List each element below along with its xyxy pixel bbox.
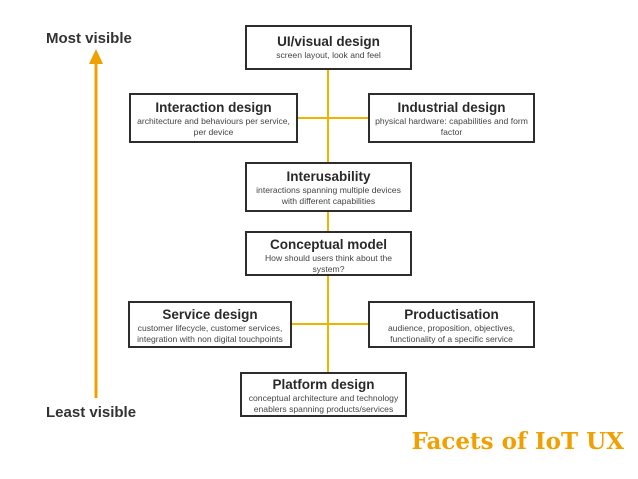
box-description: interactions spanning multiple devices w… (256, 185, 401, 206)
conceptual-model-box: Conceptual model How should users think … (245, 231, 412, 276)
box-title: Industrial design (397, 100, 506, 115)
box-description: How should users think about the system? (264, 253, 393, 274)
box-title: Platform design (272, 377, 375, 392)
productisation-box: Productisation audience, proposition, ob… (368, 301, 535, 348)
industrial-design-box: Industrial design physical hardware: cap… (368, 93, 535, 143)
box-title: Interaction design (155, 100, 272, 115)
box-title: Conceptual model (269, 237, 387, 252)
box-title: Productisation (404, 307, 499, 322)
box-title: Interusability (286, 169, 371, 184)
box-description: screen layout, look and feel (276, 50, 381, 60)
interaction-design-box: Interaction design architecture and beha… (129, 93, 298, 143)
most-visible-label: Most visible (46, 30, 132, 47)
box-description: audience, proposition, objectives, funct… (387, 323, 516, 344)
ui-visual-design-box: UI/visual design screen layout, look and… (245, 25, 412, 70)
service-design-box: Service design customer lifecycle, custo… (128, 301, 292, 348)
box-description: customer lifecycle, customer services, i… (137, 323, 283, 344)
least-visible-label: Least visible (46, 404, 137, 421)
box-description: physical hardware: capabilities and form… (375, 116, 528, 137)
interusability-box: Interusability interactions spanning mul… (245, 162, 412, 212)
platform-design-box: Platform design conceptual architecture … (240, 372, 407, 417)
visibility-arrow-head (89, 49, 103, 64)
slide-title: Facets of IoT UX (411, 428, 624, 455)
box-description: conceptual architecture and technology e… (248, 393, 399, 414)
box-description: architecture and behaviours per service,… (137, 116, 290, 137)
box-title: Service design (162, 307, 258, 322)
box-title: UI/visual design (277, 34, 380, 49)
